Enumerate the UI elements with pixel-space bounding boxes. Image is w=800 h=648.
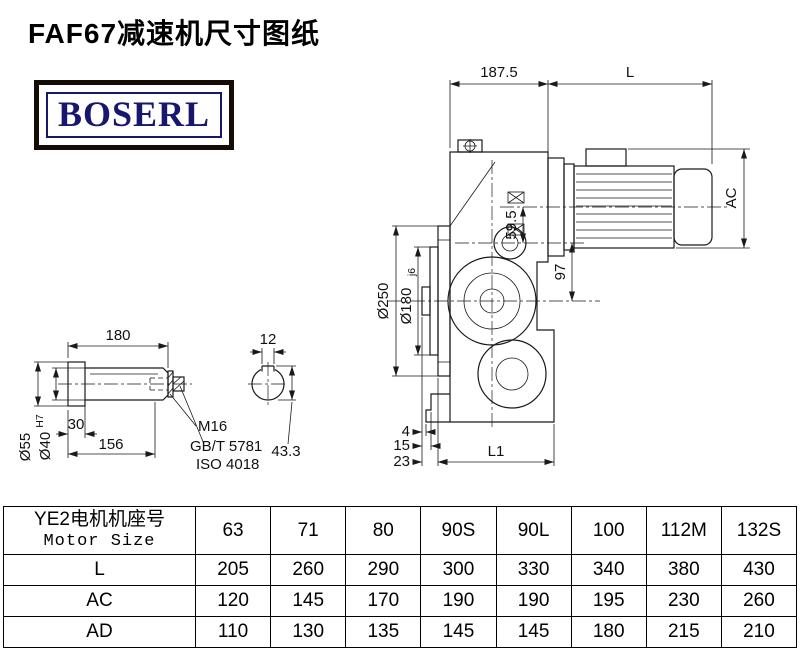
dim-spigot-fit: j6 [406, 268, 418, 277]
dim-shaft-dia-40: Ø40 [37, 432, 54, 460]
dim-key-depth: 43.3 [271, 443, 300, 460]
table-header-row: YE2电机机座号 Motor Size 63 71 80 90S 90L 100… [3, 506, 798, 555]
intermediate-gear-circle [493, 226, 527, 260]
cell-value: 380 [645, 554, 722, 586]
dimension-table: YE2电机机座号 Motor Size 63 71 80 90S 90L 100… [3, 506, 798, 648]
dim-shaft-30: 30 [68, 416, 85, 433]
cell-value: 135 [345, 616, 422, 648]
dimension-drawing: 187.5 L AC Ø250 Ø180 j6 59.5 97 4 15 23 … [17, 64, 750, 473]
dim-key-width: 12 [260, 331, 277, 348]
output-gear-circle [447, 256, 537, 346]
dim-motor-length: L [626, 64, 634, 81]
input-bearings [507, 191, 525, 236]
cell-value: 110 [194, 616, 272, 648]
table-row-L: L 205 260 290 300 330 340 380 430 [3, 554, 798, 586]
dim-shaft-156: 156 [98, 436, 123, 453]
lower-gear-circle [477, 339, 547, 409]
cell-value: 190 [420, 585, 497, 617]
cell-value: 300 [420, 554, 497, 586]
motor-size-col: 90L [495, 506, 572, 555]
motor-size-col: 80 [345, 506, 422, 555]
dim-shaft-dia-55: Ø55 [17, 433, 34, 461]
row-label: AC [3, 585, 196, 617]
cell-value: 195 [570, 585, 647, 617]
gearbox-side-view [388, 139, 728, 430]
thread-hole-hidden [149, 377, 168, 391]
dim-axis-offset-upper: 59.5 [503, 210, 520, 239]
housing-foot [425, 393, 450, 423]
page-title: FAF67减速机尺寸图纸 [28, 18, 321, 49]
motor-size-label-en: Motor Size [43, 531, 156, 551]
cell-value: 330 [495, 554, 572, 586]
motor-size-label-zh: YE2电机机座号 [34, 508, 165, 530]
motor-fan-cover [673, 168, 713, 246]
shaft-large-section [67, 361, 86, 407]
label-thread-m16: M16 [198, 418, 227, 435]
label-standard-iso: ISO 4018 [196, 456, 259, 473]
hollow-shaft-end [421, 286, 431, 316]
cell-value: 260 [270, 554, 347, 586]
dim-axis-offset-lower: 97 [552, 264, 569, 281]
motor-size-col: 112M [645, 506, 722, 555]
cell-value: 190 [495, 585, 572, 617]
motor-size-col: 132S [720, 506, 798, 555]
cell-value: 180 [570, 616, 647, 648]
motor [547, 148, 713, 257]
housing-outline [449, 151, 555, 423]
motor-fins [576, 173, 672, 239]
dim-total-width: 187.5 [480, 64, 518, 81]
dim-step-23: 23 [393, 453, 410, 470]
motor-terminal-box [585, 148, 627, 167]
boserl-logo: BOSERL [34, 80, 234, 150]
cell-value: 230 [645, 585, 722, 617]
dim-spigot-diameter: Ø180 [398, 288, 415, 325]
boserl-logo-text: BOSERL [45, 92, 223, 138]
housing-slant-line [449, 161, 496, 227]
dim-step-15: 15 [393, 437, 410, 454]
motor-size-col: 100 [570, 506, 647, 555]
cell-value: 130 [270, 616, 347, 648]
dim-step-4: 4 [402, 423, 410, 440]
cell-value: 170 [345, 585, 422, 617]
shaft-dimensions: 180 30 156 Ø55 Ø40 H7 M16 GB/T 5781 ISO … [17, 327, 262, 473]
dim-flange-diameter: Ø250 [375, 283, 392, 320]
dim-shaft-length: 180 [105, 327, 130, 344]
cell-value: 210 [720, 616, 798, 648]
motor-size-col: 90S [420, 506, 497, 555]
cell-value: 260 [720, 585, 798, 617]
label-leaders [169, 385, 205, 445]
output-shaft-view [58, 361, 192, 407]
section-dimensions: 12 43.3 [250, 331, 301, 460]
motor-size-col: 63 [194, 506, 272, 555]
cell-value: 145 [495, 616, 572, 648]
cell-value: 120 [194, 585, 272, 617]
shaft-section-view [248, 362, 288, 406]
table-row-AD: AD 110 130 135 145 145 180 215 210 [3, 616, 798, 648]
centerlines [388, 160, 728, 430]
cell-value: 340 [570, 554, 647, 586]
cell-value: 145 [270, 585, 347, 617]
cell-value: 290 [345, 554, 422, 586]
dim-housing-length: L1 [488, 443, 505, 460]
cell-value: 430 [720, 554, 798, 586]
label-standard-gbt: GB/T 5781 [190, 438, 262, 455]
cell-value: 205 [194, 554, 272, 586]
motor-size-header-cell: YE2电机机座号 Motor Size [3, 506, 196, 555]
motor-size-col: 71 [270, 506, 347, 555]
row-label: L [3, 554, 196, 586]
dim-shaft-bore-fit: H7 [34, 414, 46, 428]
dim-motor-height: AC [723, 187, 740, 208]
main-dimensions: 187.5 L AC Ø250 Ø180 j6 59.5 97 4 15 23 … [375, 64, 750, 470]
cell-value: 145 [420, 616, 497, 648]
row-label: AD [3, 616, 196, 648]
table-row-AC: AC 120 145 170 190 190 195 230 260 [3, 585, 798, 617]
cell-value: 215 [645, 616, 722, 648]
